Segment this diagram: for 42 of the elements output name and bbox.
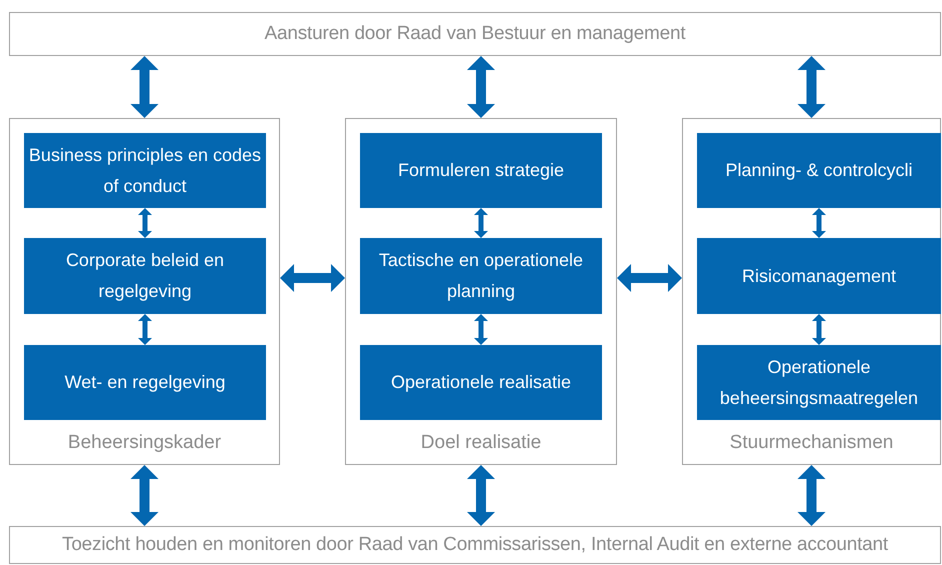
box-text: Planning- & controlcycli bbox=[725, 159, 913, 182]
process-box bbox=[24, 133, 266, 208]
box-text: Corporate beleid en regelgeving bbox=[64, 249, 226, 303]
double-arrow bbox=[798, 56, 826, 118]
double-arrow bbox=[812, 208, 826, 238]
process-box bbox=[360, 238, 602, 314]
panel-title: Doel realisatie bbox=[420, 431, 542, 455]
process-box bbox=[360, 133, 602, 208]
band-text: Aansturen door Raad van Bestuur en management bbox=[264, 22, 686, 46]
process-box bbox=[24, 238, 266, 314]
header-band bbox=[9, 12, 941, 56]
panel-title: Beheersingskader bbox=[66, 431, 222, 455]
double-arrow bbox=[812, 314, 826, 345]
group-panel bbox=[345, 118, 617, 465]
group-panel bbox=[9, 118, 280, 465]
double-arrow bbox=[798, 465, 826, 526]
double-arrow bbox=[467, 465, 495, 526]
process-box bbox=[697, 133, 941, 208]
process-box bbox=[697, 345, 941, 420]
box-text: Operationele realisatie bbox=[390, 371, 572, 394]
process-box bbox=[697, 238, 941, 314]
double-arrow bbox=[280, 264, 345, 292]
band-text: Toezicht houden en monitoren door Raad van Commissarissen, Internal Audit en externe accountant bbox=[62, 532, 888, 557]
box-text: Tactische en operationele planning bbox=[378, 249, 584, 303]
double-arrow bbox=[474, 208, 488, 238]
group-panel bbox=[682, 118, 941, 465]
panel-title: Stuurmechanismen bbox=[728, 431, 894, 455]
double-arrow bbox=[138, 314, 152, 345]
box-text: Operationele beheersingsmaatregelen bbox=[718, 356, 920, 410]
double-arrow bbox=[467, 56, 495, 118]
double-arrow bbox=[138, 208, 152, 238]
box-text: Business principles en codes of conduct bbox=[28, 144, 262, 198]
header-band bbox=[9, 526, 941, 564]
double-arrow bbox=[130, 465, 158, 526]
box-text: Risicomanagement bbox=[742, 264, 896, 288]
double-arrow bbox=[474, 314, 488, 345]
box-text: Wet- en regelgeving bbox=[64, 371, 226, 394]
double-arrow bbox=[130, 56, 158, 118]
box-text: Formuleren strategie bbox=[398, 159, 564, 182]
process-box bbox=[360, 345, 602, 420]
double-arrow bbox=[617, 264, 682, 292]
process-box bbox=[24, 345, 266, 420]
